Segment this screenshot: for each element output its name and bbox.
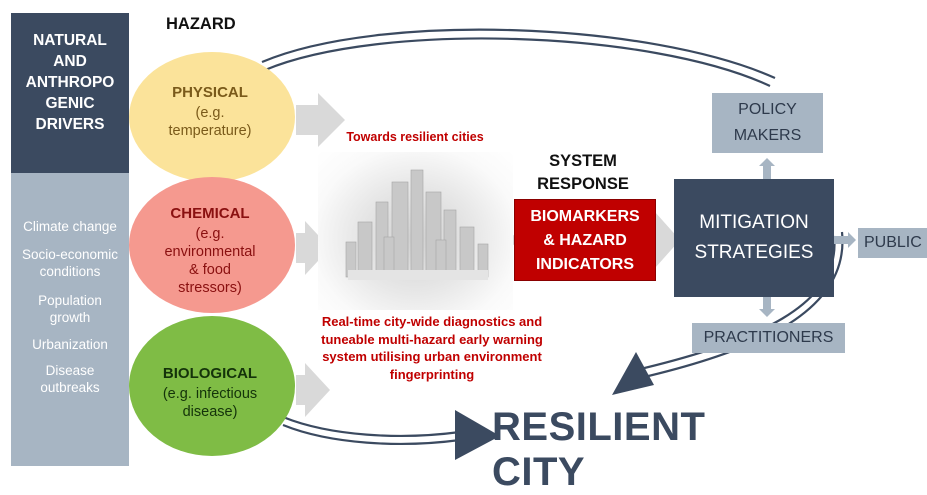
driver-climate-change: Climate change <box>23 219 117 234</box>
bottom-curve-outer <box>282 415 461 437</box>
public-box: PUBLIC <box>858 228 927 258</box>
arrow-chemical <box>296 221 330 275</box>
top-arc-inner <box>264 37 771 87</box>
bottom-curve-arrowhead <box>455 410 500 460</box>
physical-hazard-ellipse <box>129 52 295 182</box>
physical-desc: (e.g.temperature) <box>168 105 252 139</box>
arrow-physical <box>296 93 345 147</box>
driver-urbanization: Urbanization <box>32 337 108 352</box>
city-image <box>318 152 513 310</box>
hazard-title: HAZARD <box>166 15 236 33</box>
arrow-biological <box>296 363 330 417</box>
right-arc-arrowhead <box>612 352 654 395</box>
biological-label: BIOLOGICAL <box>162 365 258 382</box>
drivers-list-panel <box>11 173 129 466</box>
top-arc-outer <box>261 28 776 80</box>
drivers-header-panel <box>11 13 129 173</box>
physical-label: PHYSICAL <box>172 84 248 101</box>
practitioners-box: PRACTITIONERS <box>692 323 845 353</box>
city-title: Towards resilient cities <box>346 130 484 144</box>
resilient-city-title: RESILIENT CITY <box>492 405 706 494</box>
drivers-title: NATURAL AND ANTHROPO GENIC DRIVERS <box>25 32 115 133</box>
city-skyline-icon <box>345 169 489 280</box>
chemical-hazard-ellipse <box>129 177 295 313</box>
biological-hazard-ellipse <box>129 316 295 456</box>
chemical-label: CHEMICAL <box>170 205 250 222</box>
bottom-curve-inner <box>282 423 461 445</box>
